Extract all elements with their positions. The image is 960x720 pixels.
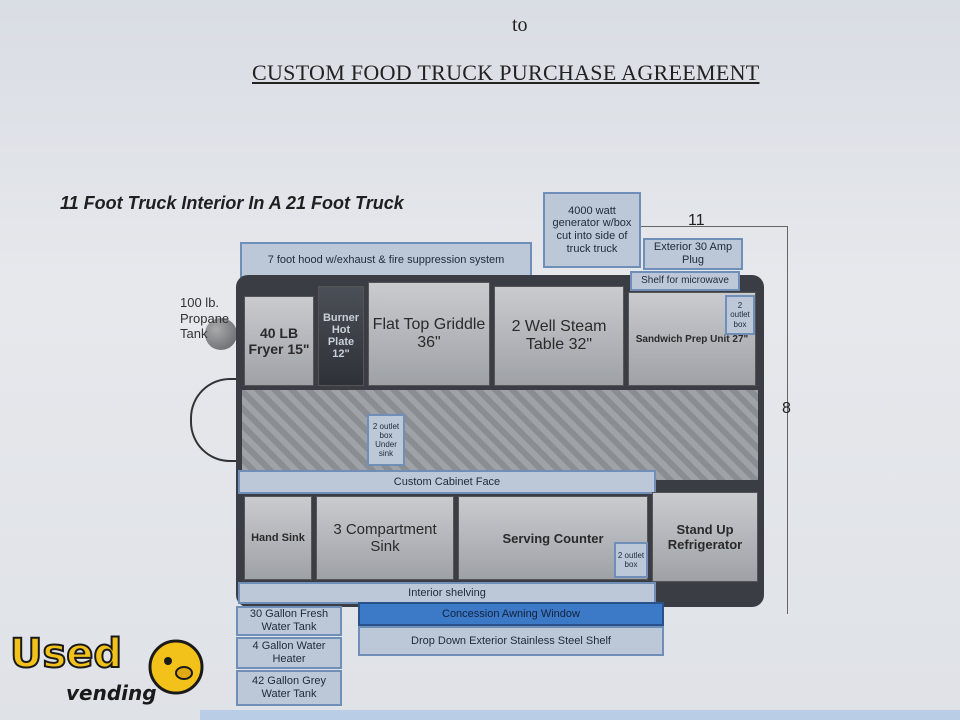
hand-sink: Hand Sink <box>244 496 312 580</box>
griddle: Flat Top Griddle 36" <box>368 282 490 386</box>
exterior-shelf-label: Drop Down Exterior Stainless Steel Shelf <box>358 626 664 656</box>
hood-label: 7 foot hood w/exhaust & fire suppression… <box>240 242 532 278</box>
logo-pig-icon <box>148 639 204 695</box>
heading-to: to <box>512 14 528 36</box>
grey-water-tank-label: 42 Gallon Grey Water Tank <box>236 670 342 706</box>
dimension-length: 11 <box>688 212 705 229</box>
used-vending-logo: Used vending <box>8 625 208 715</box>
generator-label: 4000 watt generator w/box cut into side … <box>543 192 641 268</box>
diagram-heading: 11 Foot Truck Interior In A 21 Foot Truc… <box>60 193 404 213</box>
cabinet-face-label: Custom Cabinet Face <box>238 470 656 494</box>
outlet-box-under-sink: 2 outlet box Under sink <box>367 414 405 466</box>
propane-label: 100 lb. Propane Tank <box>180 295 230 342</box>
outlet-box-counter: 2 outlet box <box>614 542 648 578</box>
fryer: 40 LB Fryer 15" <box>244 296 314 386</box>
compartment-sink: 3 Compartment Sink <box>316 496 454 580</box>
outlet-box-right: 2 outlet box <box>725 295 755 335</box>
propane-tank-icon <box>205 318 237 350</box>
microwave-shelf-label: Shelf for microwave <box>630 271 740 291</box>
dimension-line-right <box>787 226 788 614</box>
document-title: CUSTOM FOOD TRUCK PURCHASE AGREEMENT <box>252 60 760 85</box>
awning-window-label: Concession Awning Window <box>358 602 664 626</box>
logo-word-used: Used <box>9 630 123 678</box>
fresh-water-tank-label: 30 Gallon Fresh Water Tank <box>236 606 342 636</box>
exterior-plug-label: Exterior 30 Amp Plug <box>643 238 743 270</box>
hose-line <box>190 378 240 462</box>
hot-plate: Burner Hot Plate 12" <box>318 286 364 386</box>
diamond-plate-floor <box>242 390 758 480</box>
water-heater-label: 4 Gallon Water Heater <box>236 637 342 669</box>
dimension-width: 8 <box>782 400 791 417</box>
interior-shelving-label: Interior shelving <box>238 582 656 604</box>
logo-word-vending: vending <box>66 681 157 705</box>
footer-strip <box>200 710 960 720</box>
refrigerator: Stand Up Refrigerator <box>652 492 758 582</box>
dimension-line-top <box>640 226 788 227</box>
steam-table: 2 Well Steam Table 32" <box>494 286 624 386</box>
